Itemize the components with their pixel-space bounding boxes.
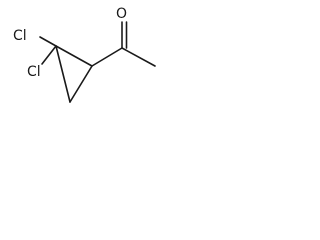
ring-bond-right (69, 65, 93, 103)
oxygen-label: O (116, 6, 127, 22)
methyl-bond (121, 47, 156, 67)
dichlorocyclopropyl-ethanone-structure: Cl Cl O (13, 6, 156, 103)
c-cl-bond-upper (39, 36, 57, 47)
ring-bond-top (55, 45, 93, 67)
c-cl-bond-lower (41, 45, 57, 65)
ring-to-carbonyl-bond (91, 47, 123, 67)
ring-bond-left (55, 45, 71, 103)
chlorine-label-upper: Cl (13, 28, 27, 44)
chlorine-label-lower: Cl (27, 64, 41, 80)
